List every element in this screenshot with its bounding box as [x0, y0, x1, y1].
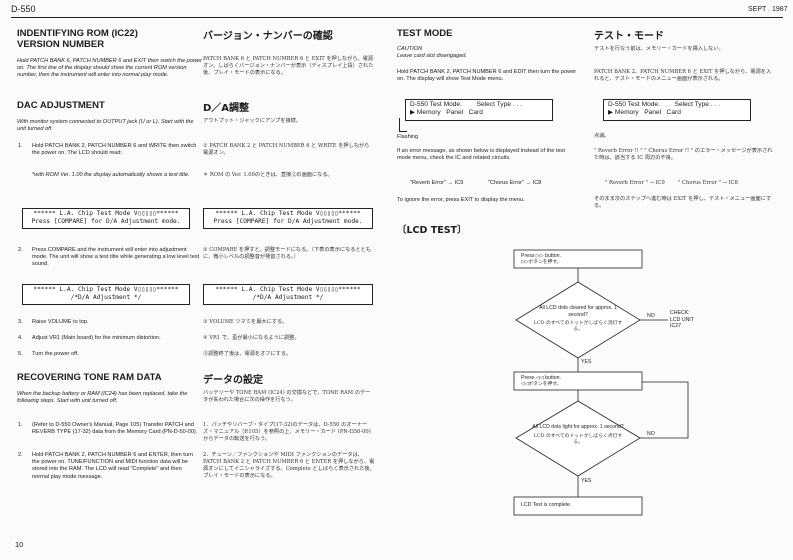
reverb-error: "Reverb Error" → IC9 — [410, 180, 464, 186]
dac-note: *with ROM Ver. 1.00 the display automati… — [32, 172, 190, 178]
flow-check-ic27: CHECK: LCD UNIT IC27 — [670, 310, 694, 329]
flow-decision2: All LCD dots light for approx. 1 second?… — [532, 424, 624, 445]
dac-step2-num: 2. — [18, 247, 23, 253]
dac-step4-jp: ④ VR1 で、歪が最小になるように調整。 — [203, 335, 300, 341]
dac-step5: Turn the power off. — [32, 351, 79, 357]
lcd1-jp-line1: ****** L.A. Chip Test Mode V▯▯▯▯▯****** — [215, 210, 361, 217]
dac-step1: Hold PATCH BANK 2, PATCH NUMBER 6 and WR… — [32, 143, 197, 157]
test-title-jp: テスト・モード — [594, 31, 664, 42]
dac-step5-num: 5. — [18, 351, 23, 357]
identifying-title-jp: バージョン・ナンバーの確認 — [203, 31, 333, 42]
flow-end: LCD Test is complete. — [521, 502, 572, 508]
lcd-display-1-jp: ****** L.A. Chip Test Mode V▯▯▯▯▯****** … — [203, 208, 373, 229]
identifying-title: INDENTIFYING ROM (IC22) VERSION NUMBER — [17, 28, 138, 50]
identifying-text: Hold PATCH BANK 6, PATCH NUMBER 6 and EX… — [17, 58, 202, 79]
lcd-display-2: ****** L.A. Chip Test Mode V▯▯▯▯▯****** … — [22, 284, 190, 305]
recover-intro-jp: バッテリーや TONE RAM (IC24) の交換などで、TONE RAM の… — [203, 390, 371, 403]
flow-step1: Press ▷▷ button. ▷▷ボタンを押す。 — [521, 253, 562, 265]
test-caution: CAUTION Leave card slot disengaged. — [397, 46, 467, 60]
lcd1-line1: ****** L.A. Chip Test Mode V▯▯▯▯▯****** — [33, 210, 179, 217]
test-lcd-jp-line2: ▶ Memory Panel Card — [608, 109, 681, 116]
recover-step2: Hold PATCH BANK 2, PATCH NUMBER 6 and EN… — [32, 452, 193, 480]
test-lcd-line1: D-550 Test Mode. Select Type . . . — [410, 101, 522, 108]
lcd2-line1: ****** L.A. Chip Test Mode V▯▯▯▯▯****** — [33, 286, 179, 293]
ignore-text-jp: そのまま次のステップへ進む時は EXIT を押し、テスト・メニュー画面にする。 — [594, 196, 772, 209]
test-lcd-jp: D-550 Test Mode. Select Type . . . ▶ Mem… — [603, 99, 751, 121]
identifying-text-jp: PATCH BANK 6 と PATCH NUMBER 6 と EXIT を押し… — [203, 56, 374, 76]
lcd-display-1: ****** L.A. Chip Test Mode V▯▯▯▯▯****** … — [22, 208, 190, 229]
chorus-error: "Chorus Error" → IC8 — [488, 180, 542, 186]
date: SEPT . 1987 — [748, 6, 788, 13]
test-text-jp: PATCH BANK 2、PATCH NUMBER 6 と EXIT を押しなが… — [594, 69, 772, 82]
flow-yes-2: YES — [581, 478, 592, 484]
test-lcd-line2: ▶ Memory Panel Card — [410, 109, 483, 116]
recover-intro: When the backup battery or RAM (IC24) ha… — [17, 391, 188, 405]
flashing-pointer-foot — [399, 131, 407, 132]
model-name: D-550 — [11, 4, 36, 14]
test-text: Hold PATCH BANK 2, PATCH NUMBER 6 and ED… — [397, 69, 577, 83]
lcd1-line2: Press [COMPARE] for D/A Adjustment mode. — [31, 218, 181, 225]
dac-intro-jp: アウトプット・ジャックにアンプを接続。 — [203, 118, 301, 124]
lcd-test-title: 〔LCD TEST〕 — [397, 225, 467, 236]
flashing-label-jp: 点滅。 — [594, 133, 610, 139]
lcd1-jp-line2: Press [COMPARE] for D/A Adjustment mode. — [213, 218, 363, 225]
dac-step3: Raise VOLUME to top. — [32, 319, 89, 325]
dac-intro: With monitor system connected to OUTPUT … — [17, 119, 194, 133]
error-text: If an error message, as shown below is d… — [397, 148, 565, 162]
dac-step2-jp: ② COMPARE を押すと、調整モードになる。（下表の表示になるとともに、微小… — [203, 247, 372, 260]
dac-step1-num: 1. — [18, 143, 23, 149]
test-title: TEST MODE — [397, 28, 453, 39]
flow-no-2: NO — [647, 431, 655, 437]
test-lcd: D-550 Test Mode. Select Type . . . ▶ Mem… — [405, 99, 553, 121]
dac-step3-jp: ③ VOLUME ツマミを最大にする。 — [203, 319, 288, 325]
recover-step1: (Refer to D-550 Owner's Manual, Page 105… — [32, 422, 198, 436]
flow-no-1: NO — [647, 313, 655, 319]
dac-step4: Adjust VR1 (Main board) for the minimum … — [32, 335, 161, 341]
lcd2-jp-line2: /*D/A Adjustment */ — [252, 294, 324, 301]
lcd2-jp-line1: ****** L.A. Chip Test Mode V▯▯▯▯▯****** — [215, 286, 361, 293]
dac-step4-num: 4. — [18, 335, 23, 341]
lcd-display-2-jp: ****** L.A. Chip Test Mode V▯▯▯▯▯****** … — [203, 284, 373, 305]
dac-step1-jp: ① PATCH BANK 2 と PATCH NUMBER 6 と WRITE … — [203, 143, 370, 156]
recover-title: RECOVERING TONE RAM DATA — [17, 372, 162, 383]
dac-title-jp: D／A調整 — [203, 103, 250, 114]
lcd2-line2: /*D/A Adjustment */ — [70, 294, 142, 301]
page-number: 10 — [15, 540, 24, 549]
reverb-error-jp: " Reverb Error " → IC9 — [605, 180, 665, 186]
recover-step2-jp: 2．チューン／ファンクションや MIDI ファンクションのデータは、PATCH … — [203, 452, 375, 479]
flow-yes-1: YES — [581, 359, 592, 365]
recover-title-jp: データの設定 — [203, 375, 263, 386]
ignore-text: To ignore the error, press EXIT to displ… — [397, 197, 525, 203]
flow-decision1: All LCD dots cleared for approx. 1 secon… — [533, 305, 623, 332]
dac-step3-num: 3. — [18, 319, 23, 325]
test-caution-jp: テストを行なう前は、メモリー・カードを挿入しない。 — [594, 46, 724, 52]
recover-step2-num: 2. — [18, 452, 23, 458]
test-lcd-jp-line1: D-550 Test Mode. Select Type . . . — [608, 101, 720, 108]
dac-note-jp: ＊ ROM の Ver. 1.00のときは、直接②の画面になる。 — [203, 172, 333, 178]
flashing-pointer — [399, 118, 400, 132]
header-rule — [11, 17, 783, 18]
chorus-error-jp: " Chorus Error " → IC8 — [678, 180, 738, 186]
flow-no-line-2 — [640, 381, 689, 439]
dac-step5-jp: ⑤調整終了後は、電源をオフにする。 — [203, 351, 292, 357]
flow-step2: Press ◁◁ button. ◁◁ボタンを押す。 — [521, 375, 562, 387]
flashing-label: Flashing — [397, 134, 419, 140]
dac-step2: Press COMPARE and the instrument will en… — [32, 247, 200, 268]
error-text-jp: " Reverb Error !! " " Chorus Error !! " … — [594, 148, 773, 161]
flow-box-complete — [513, 496, 643, 516]
recover-step1-num: 1. — [18, 422, 23, 428]
dac-title: DAC ADJUSTMENT — [17, 100, 105, 111]
recover-step1-jp: 1．パッチやリバーブ・タイプ(17-32)のデータは、D-550 のオーナーズ・… — [203, 422, 371, 442]
